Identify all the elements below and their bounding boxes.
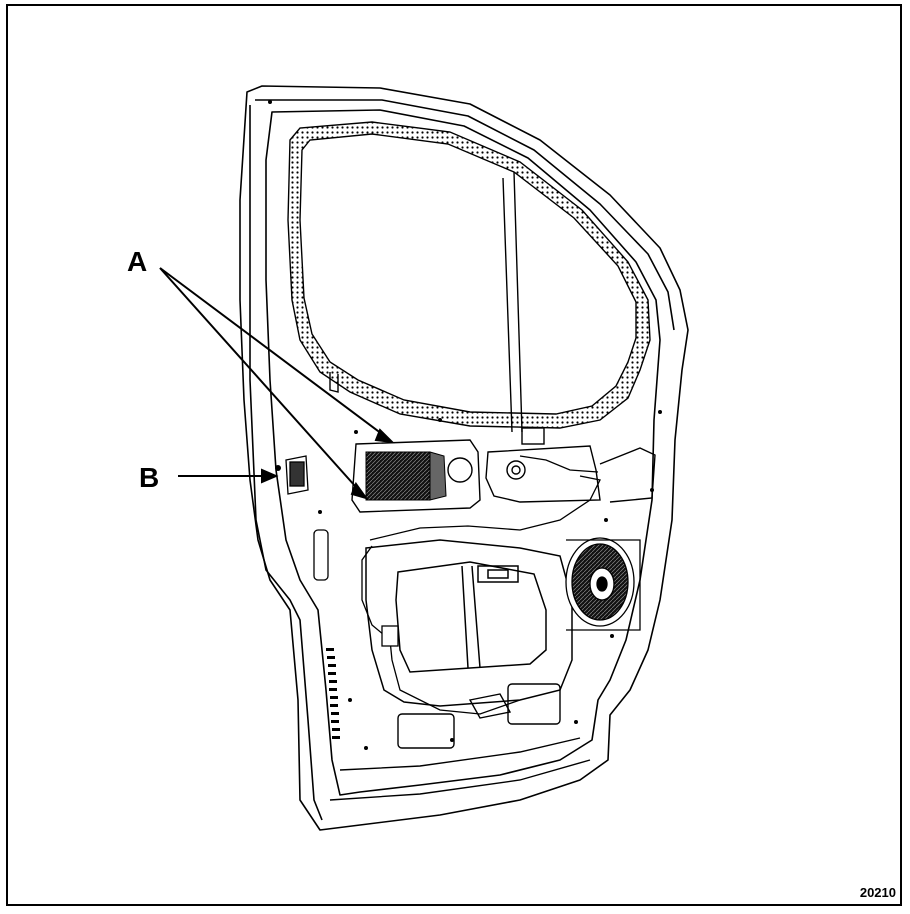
door-inner-flange xyxy=(265,109,661,796)
speaker xyxy=(565,537,641,631)
speaker-grille-upper xyxy=(365,451,431,501)
reference-code: 20210 xyxy=(859,885,896,900)
window-glass xyxy=(299,133,637,415)
cable-harness xyxy=(369,475,601,541)
leader-a-upper-arrow xyxy=(374,428,395,444)
lower-cutout-right xyxy=(507,683,561,725)
callout-b-label: B xyxy=(139,462,160,493)
leader-b-arrow xyxy=(261,468,279,484)
leader-a-lower-arrow xyxy=(350,481,369,500)
lower-access-opening xyxy=(365,539,573,707)
door-outer-shell xyxy=(239,85,689,831)
window-channel xyxy=(502,171,523,433)
leader-a-lower xyxy=(159,267,365,497)
leader-a-upper xyxy=(159,267,391,441)
lock-bracket xyxy=(289,461,305,487)
lower-cutout-left xyxy=(397,713,455,749)
vent-slots xyxy=(326,648,340,739)
leader-lines xyxy=(159,267,395,500)
callout-a-label: A xyxy=(127,246,148,277)
